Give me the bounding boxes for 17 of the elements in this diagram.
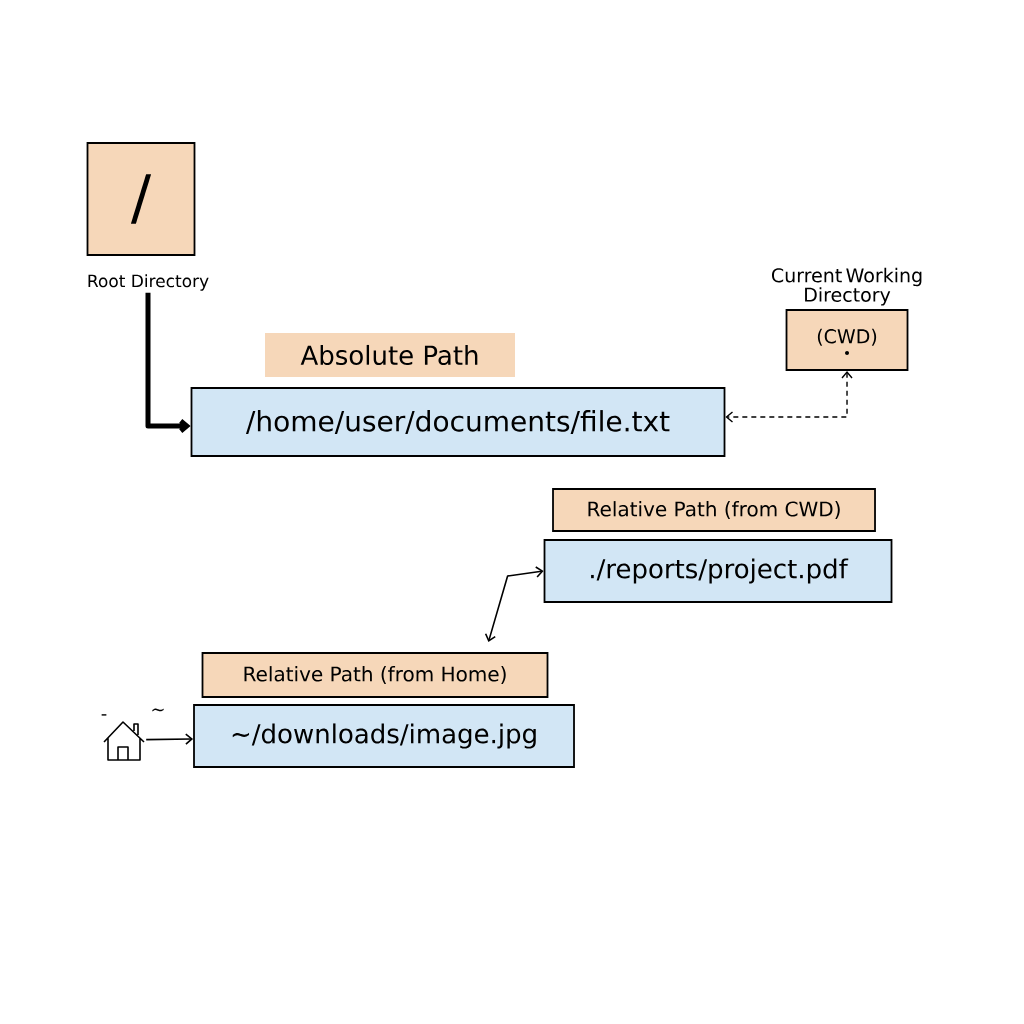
path-box: /home/user/documents/file.txt xyxy=(190,387,726,457)
label-box: Relative Path (from Home) xyxy=(201,652,549,698)
arrow xyxy=(484,566,544,643)
heading-highlight: Absolute Path xyxy=(265,333,515,377)
arrow xyxy=(145,733,194,745)
arrow xyxy=(725,370,853,423)
path-box: ./reports/project.pdf xyxy=(543,539,893,603)
box-heading: Current Working Directory xyxy=(772,267,922,306)
icon-mark: ~ xyxy=(152,708,164,712)
path-box: ~/downloads/image.jpg xyxy=(193,704,575,768)
arrow xyxy=(145,292,191,433)
node-caption: Root Directory xyxy=(88,274,209,291)
label-box: Relative Path (from CWD) xyxy=(552,488,876,532)
house-icon xyxy=(103,721,145,761)
cwd-box: (CWD) xyxy=(785,309,909,371)
root-box: / xyxy=(86,142,196,256)
icon-mark: - xyxy=(101,714,107,716)
